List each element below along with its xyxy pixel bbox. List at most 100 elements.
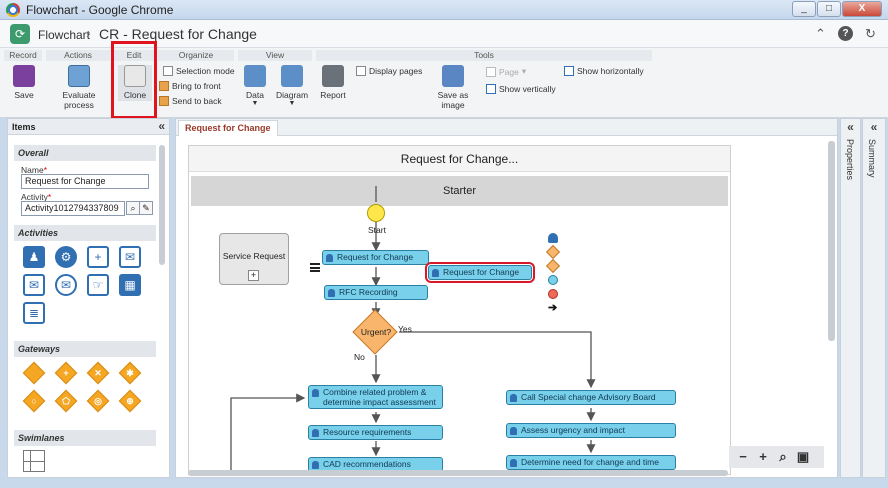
name-label: Name* [21, 165, 47, 175]
report-button[interactable]: Report [318, 65, 348, 100]
section-overall[interactable]: Overall [14, 145, 156, 161]
zoom-fit-icon[interactable]: ⌕ [779, 449, 787, 464]
collapse-left-icon[interactable]: « [158, 119, 165, 133]
lane-title[interactable]: Starter [191, 176, 728, 206]
expand-plus-icon[interactable]: + [248, 270, 259, 281]
horizontal-icon [564, 66, 574, 76]
gateway-exclusive-icon[interactable] [22, 361, 46, 385]
breadcrumb-root[interactable]: Flowchart [38, 28, 91, 42]
pool-title[interactable]: Request for Change... [189, 146, 730, 172]
horizontal-scrollbar[interactable] [188, 470, 728, 476]
help-icon[interactable]: ? [838, 26, 853, 41]
diagram-area: Request for Change Request for Change...… [175, 118, 838, 478]
items-scrollbar[interactable] [159, 145, 165, 265]
clone-button[interactable]: Clone [118, 65, 152, 101]
search-icon[interactable]: ⌕ [126, 201, 140, 215]
message-icon[interactable]: ✉ [55, 274, 77, 296]
menu-icon[interactable] [310, 263, 320, 272]
vertical-icon [486, 84, 496, 94]
open-mail-icon[interactable]: ✉ [23, 274, 45, 296]
add-intermediate-event-icon[interactable] [548, 275, 558, 285]
close-button[interactable]: X [842, 1, 882, 17]
zoom-in-icon[interactable]: + [759, 449, 767, 464]
expand-properties-icon[interactable]: « [847, 120, 854, 134]
gateway-inclusive-icon[interactable]: ○ [22, 389, 46, 413]
save-as-image-button[interactable]: Save as image [426, 65, 480, 110]
data-dropdown-button[interactable]: Data ▼ [243, 65, 267, 107]
breadcrumb-separator: › [86, 26, 91, 41]
vertical-scrollbar[interactable] [828, 141, 835, 341]
zoom-out-icon[interactable]: − [739, 449, 747, 464]
add-task-icon[interactable]: + [87, 246, 109, 268]
gateway-parallel-icon[interactable]: + [54, 361, 78, 385]
add-connector-arrow-icon[interactable]: ➔ [548, 302, 558, 314]
tab-request-for-change[interactable]: Request for Change [178, 120, 278, 136]
user-task-icon[interactable]: ♟ [23, 246, 45, 268]
send-to-back-button[interactable]: Send to back [159, 96, 222, 106]
show-horizontally-button[interactable]: Show horizontally [564, 66, 644, 76]
chrome-icon [6, 3, 20, 17]
expand-summary-icon[interactable]: « [870, 120, 878, 134]
bring-to-front-button[interactable]: Bring to front [159, 81, 221, 91]
task-resource-requirements[interactable]: Resource requirements [308, 425, 443, 440]
window-controls: _ □ X [792, 1, 882, 17]
collapse-up-icon[interactable]: ⌃ [815, 26, 826, 41]
hand-icon[interactable]: ☞ [87, 274, 109, 296]
minimize-button[interactable]: _ [792, 1, 816, 17]
gateway-event-icon[interactable]: ⬠ [54, 389, 78, 413]
properties-panel[interactable]: « Properties [840, 118, 861, 478]
group-record: Record [4, 50, 42, 61]
start-event[interactable] [367, 204, 385, 222]
evaluate-process-button[interactable]: Evaluate process [48, 65, 110, 110]
add-end-event-icon[interactable] [548, 289, 558, 299]
start-label: Start [368, 225, 386, 235]
gateway-parallel-event-icon[interactable]: ⊕ [118, 389, 142, 413]
script-icon[interactable]: ≣ [23, 302, 45, 324]
task-assess-urgency[interactable]: Assess urgency and impact [506, 423, 676, 438]
swimlane-icon[interactable] [23, 450, 45, 472]
section-swimlanes[interactable]: Swimlanes [14, 430, 156, 446]
connector-lines [230, 186, 596, 474]
display-pages-checkbox[interactable]: Display pages [356, 66, 422, 76]
properties-label: Properties [845, 139, 855, 181]
mail-icon[interactable]: ✉ [119, 246, 141, 268]
refresh-icon[interactable]: ↻ [865, 26, 876, 41]
service-request-subprocess[interactable]: Service Request + [219, 233, 289, 285]
chevron-down-icon: ▼ [288, 100, 296, 107]
gateway-event-based-icon[interactable]: ◎ [86, 389, 110, 413]
summary-panel[interactable]: « Summary [862, 118, 886, 478]
task-request-for-change-clone[interactable]: Request for Change [425, 262, 535, 283]
section-activities[interactable]: Activities [14, 225, 156, 241]
name-field[interactable]: Request for Change [21, 174, 149, 189]
flowchart-canvas[interactable]: Request for Change... Starter [188, 145, 731, 475]
items-panel: Items « Overall Name* Request for Change… [7, 118, 170, 478]
evaluate-icon [68, 65, 90, 87]
selection-mode-checkbox[interactable]: Selection mode [163, 66, 235, 76]
diagram-dropdown-button[interactable]: Diagram ▼ [276, 65, 308, 107]
task-rfc-recording[interactable]: RFC Recording [324, 285, 428, 300]
gateway-x-icon[interactable]: ✕ [86, 361, 110, 385]
task-determine-need[interactable]: Determine need for change and time [506, 455, 676, 470]
page-title: CR - Request for Change [99, 26, 257, 42]
task-request-for-change[interactable]: Request for Change [322, 250, 429, 265]
activity-field[interactable]: Activity1012794337809 [21, 201, 125, 216]
show-vertically-button[interactable]: Show vertically [486, 84, 556, 94]
summary-label: Summary [867, 139, 877, 178]
wand-icon[interactable]: ✎ [139, 201, 153, 215]
folder-icon[interactable]: ▣ [796, 449, 810, 464]
zoom-toolbar: − + ⌕ ▣ [729, 446, 824, 468]
ribbon-toolbar: Record Actions Edit Organize View Tools … [0, 48, 888, 118]
add-user-task-icon[interactable] [548, 233, 558, 243]
bring-front-icon [159, 81, 169, 91]
gateway-complex-icon[interactable]: ✱ [118, 361, 142, 385]
group-tools: Tools [316, 50, 652, 61]
page-dropdown: Page ▾ [486, 66, 526, 77]
maximize-button[interactable]: □ [817, 1, 841, 17]
task-call-special-cab[interactable]: Call Special change Advisory Board [506, 390, 676, 405]
section-gateways[interactable]: Gateways [14, 341, 156, 357]
task-combine-related-problem[interactable]: Combine related problem & determine impa… [308, 385, 443, 409]
table-icon[interactable]: ▦ [119, 274, 141, 296]
save-button[interactable]: Save [10, 65, 38, 100]
gear-icon[interactable]: ⚙ [55, 246, 77, 268]
group-organize: Organize [158, 50, 234, 61]
